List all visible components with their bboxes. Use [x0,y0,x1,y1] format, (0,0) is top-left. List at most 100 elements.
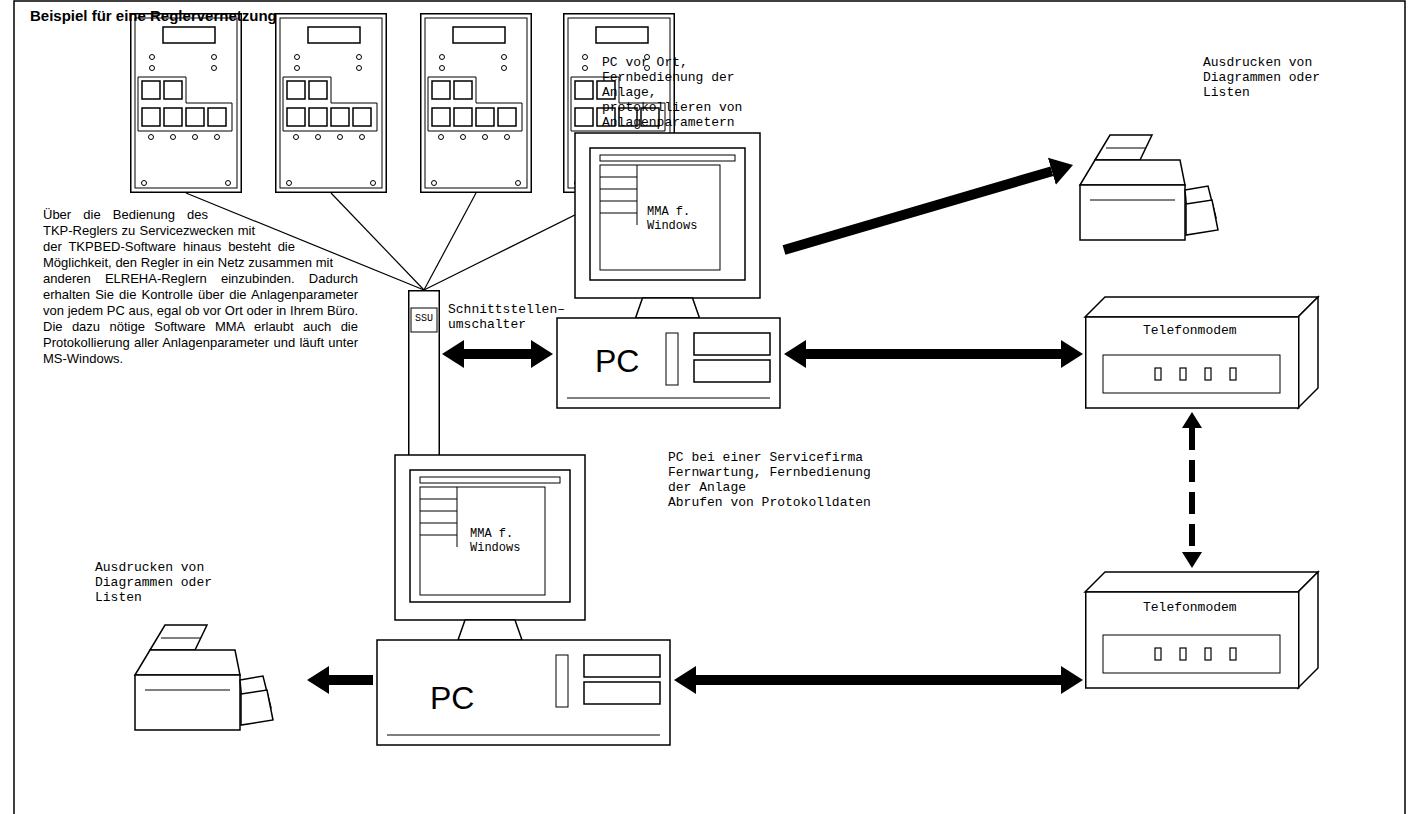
text-slot: MMA f. Windows [647,205,709,233]
monitor [395,455,585,620]
program-window [600,165,720,270]
modem-led [1180,368,1186,380]
menu-row [420,535,457,536]
menu-row [600,201,637,202]
monitor-screen [410,470,570,602]
node-text: Ausdrucken von Diagrammen oder Listen [1203,55,1321,100]
wrap-spacer [333,255,358,271]
modem-side [1298,297,1318,408]
feeder-slot [161,638,201,639]
printer-slot [145,690,230,691]
switch-label-plate [411,308,437,332]
title-slot: Beispiel für eine Reglervernetzung [30,7,277,24]
monitor [575,133,760,298]
node-text: SSU [411,313,437,325]
wrap-spacer [208,207,358,223]
drive-slot [666,333,678,385]
text-slot: Abrufen von Protokolldaten [668,495,883,510]
controller [131,14,242,193]
menu-divider [637,165,638,225]
modem-led [1180,648,1186,660]
text-slot: PC [430,680,520,717]
text-slot: SSU [411,313,437,325]
menu-row [420,511,457,512]
drive-bay [694,360,770,382]
drive-bay [584,682,660,704]
dashed-arrow [1189,428,1195,552]
menu-row [420,499,457,500]
modem-panel [1103,355,1280,393]
pc-on-site: PC vor Ort, Fernbedienung der Anlage, pr… [555,55,782,412]
monitor-stand [636,298,700,318]
text-slot: Telefonmodem [1143,600,1273,615]
node-text: PC [430,680,520,717]
text-slot: PC [595,343,685,380]
pc-service-company-shape [375,455,672,745]
modem-led [1230,648,1236,660]
monitor-screen [590,148,745,280]
output-tray [1186,200,1218,235]
menu-row [600,177,637,178]
text-slot: MMA f. Windows [470,527,532,555]
wrap-spacer [295,239,358,255]
modem-led [1155,648,1161,660]
window-bar [600,155,735,161]
modem-led [1230,368,1236,380]
modem-top [1085,572,1318,592]
node-text: PC [595,343,685,380]
printer-body [1080,185,1185,240]
drive-slot [556,655,568,707]
printer-slot [1090,200,1175,201]
text-slot: PC vor Ort, Fernbedienung der Anlage, pr… [602,55,750,130]
block-arrow [464,349,531,359]
printer-on-site: Ausdrucken von Diagrammen oder Listen [1075,50,1330,245]
node-text: Abrufen von Protokolldaten [668,495,883,510]
window-bar [420,477,560,483]
modem-front [1086,317,1299,408]
case-line [567,398,770,399]
menu-row [600,213,637,214]
text-slot: Ausdrucken von Diagrammen oder Listen [95,560,213,605]
controller [421,14,532,193]
controller [276,14,387,193]
menu-row [600,189,637,190]
node-text: Schnittstellen– umschalter [448,302,570,332]
block-arrow [329,675,373,685]
paper-feeder [150,625,207,650]
printer-top [135,650,240,675]
paper-feeder [1095,135,1152,160]
telephone-modem: Telefonmodem [1085,570,1320,690]
label-slot: Über die Bedienung des TKP-Reglers zu Se… [43,207,358,367]
modem-led [1205,648,1211,660]
wrap-spacer [255,223,358,239]
case-line [387,735,660,736]
program-window [420,487,545,595]
printer-body [135,675,240,730]
description-text: Über die Bedienung des TKP-Reglers zu Se… [43,207,358,366]
block-arrow [806,349,1061,359]
block-arrow [696,675,1061,685]
block-arrow [784,171,1052,250]
feeder-slot [1106,148,1146,149]
telephone-modem-shape [1085,570,1320,690]
text-slot: Telefonmodem [1143,323,1273,338]
modem-top [1085,297,1318,317]
menu-divider [457,487,458,547]
menu-row [420,523,457,524]
text-slot: Ausdrucken von Diagrammen oder Listen [1203,55,1321,100]
page-frame [14,1,1405,814]
modem-side [1298,572,1318,688]
monitor-stand [458,620,522,640]
printer [135,625,273,730]
node-text: PC bei einer Servicefirma Fernwartung, F… [668,450,883,495]
node-text: Telefonmodem [1143,600,1273,615]
node-text: Telefonmodem [1143,323,1273,338]
node-text: MMA f. Windows [647,205,709,233]
modem-panel [1103,635,1280,673]
printer-top [1080,160,1185,185]
drive-bay [694,333,770,355]
pc-case [377,640,670,745]
pc-service-company: PC bei einer Servicefirma Fernwartung, F… [375,455,672,745]
node-text: MMA f. Windows [470,527,532,555]
